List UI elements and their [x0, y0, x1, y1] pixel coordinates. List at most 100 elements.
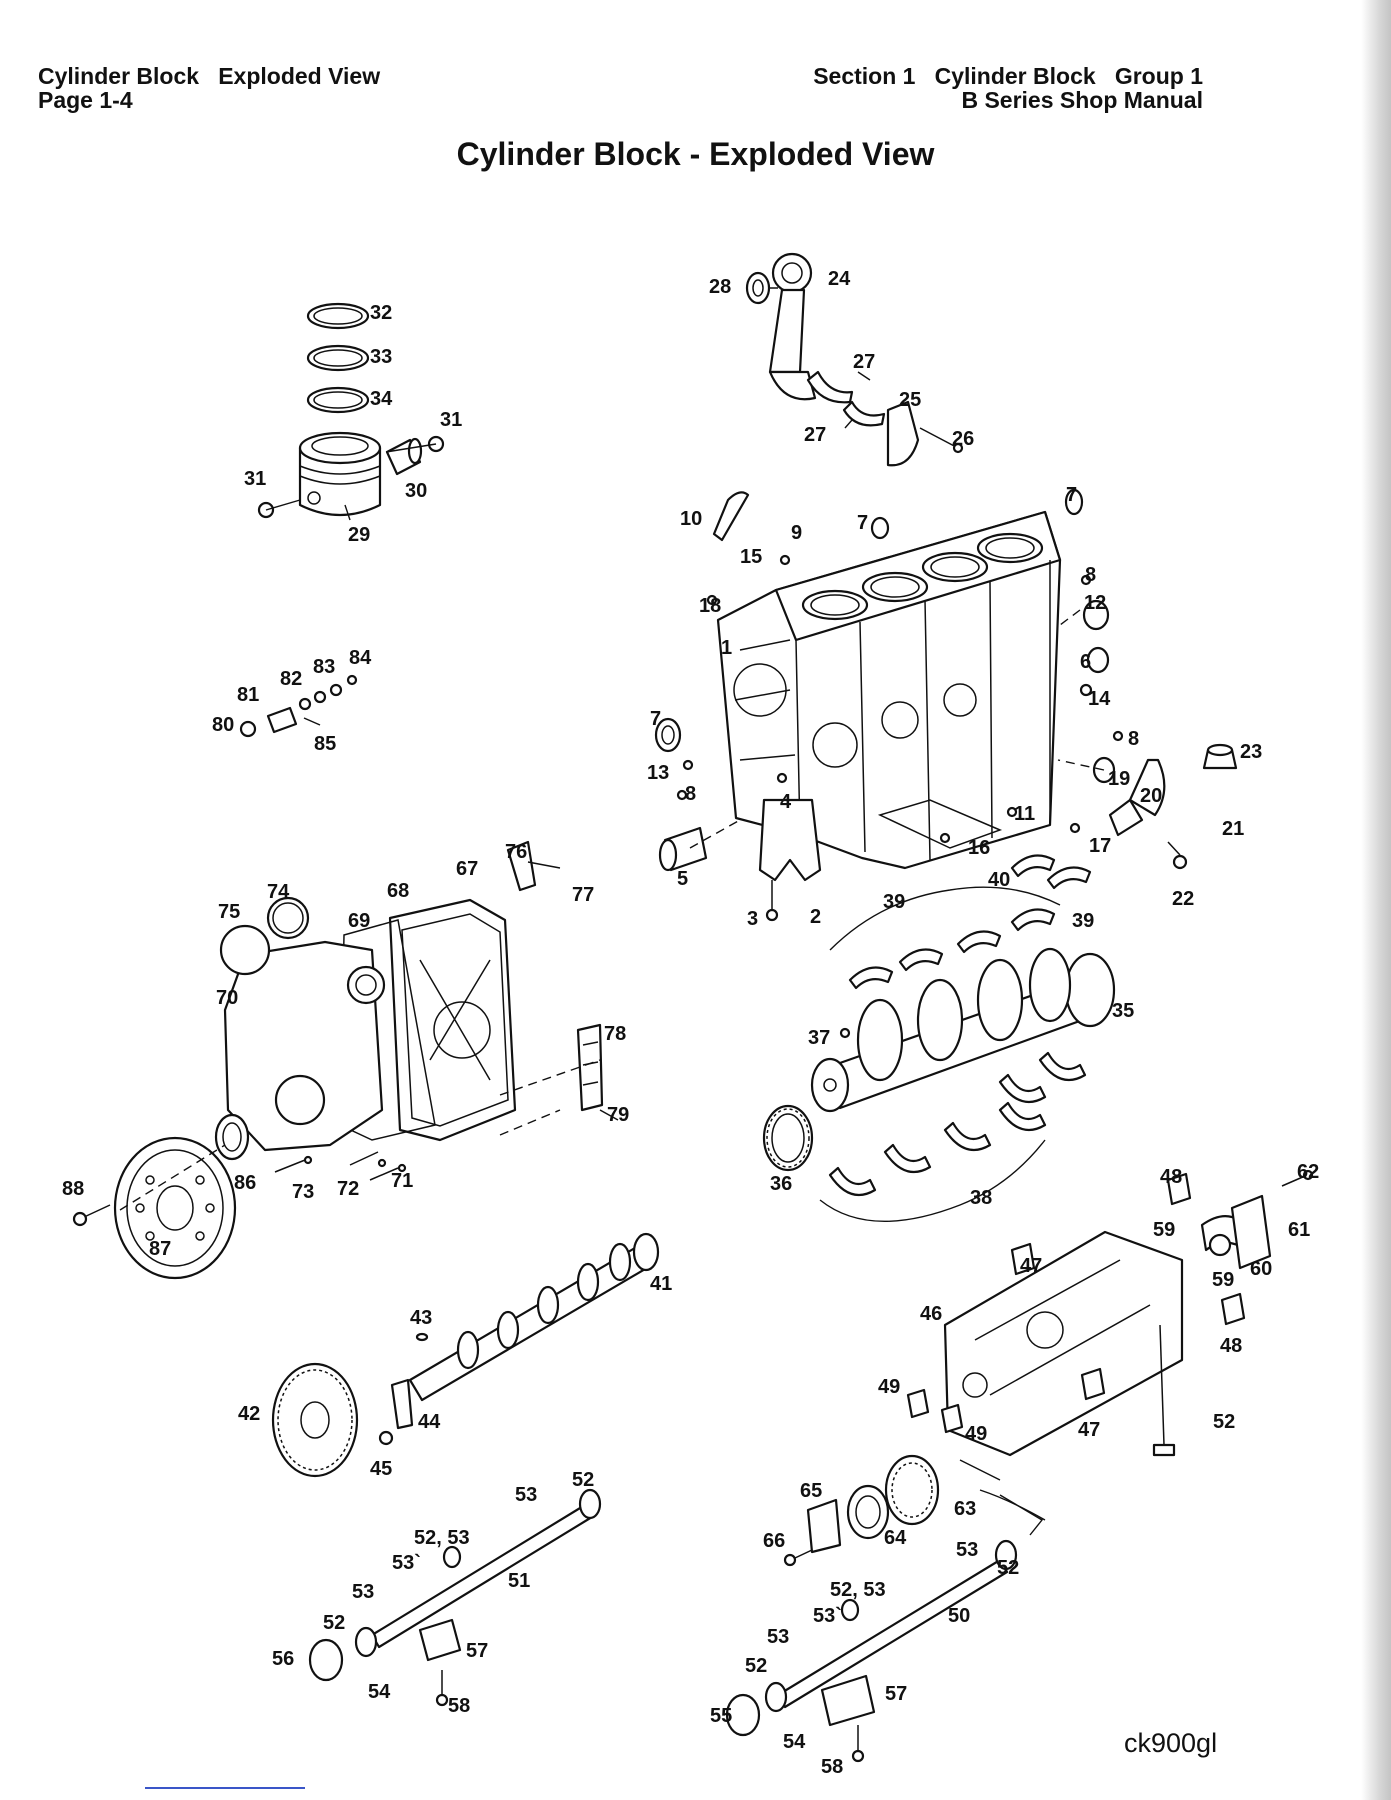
callout-71: 71 [391, 1170, 413, 1192]
callout-88: 88 [62, 1178, 84, 1200]
upper-main-bearings [848, 854, 1092, 990]
callout-8: 8 [1128, 728, 1139, 750]
crankshaft [810, 947, 1116, 1113]
callout-38: 38 [970, 1187, 992, 1209]
callout-34: 34 [370, 388, 393, 410]
header-right-line2: B Series Shop Manual [961, 87, 1203, 113]
oil-filler-cap [1202, 743, 1238, 770]
callout-1: 1 [721, 637, 732, 659]
callout-19: 19 [1108, 768, 1130, 790]
vibration-damper [113, 1136, 237, 1280]
callout-50: 50 [948, 1605, 970, 1627]
callout-10: 10 [680, 508, 702, 530]
callout-18: 18 [699, 595, 721, 617]
callout-57: 57 [885, 1683, 907, 1705]
main-bearing-cap-bolt [765, 880, 779, 922]
figure-code: ck900gl [1124, 1728, 1218, 1758]
callout-52: 52 [572, 1469, 594, 1491]
callout-2: 2 [810, 906, 821, 928]
callout-53: 53 [352, 1581, 374, 1603]
callout-14: 14 [1088, 688, 1111, 710]
rear-seal-plug [654, 717, 682, 753]
connecting-rod-cap [886, 400, 920, 467]
callout-56: 56 [272, 1648, 294, 1670]
callout-75: 75 [218, 901, 240, 923]
callout-72: 72 [337, 1178, 359, 1200]
main-bearing-cap [758, 798, 822, 882]
callout-7: 7 [650, 708, 661, 730]
callout-53: 53` [813, 1605, 842, 1627]
bushings-48 [1166, 1172, 1246, 1326]
access-cover-gasket [266, 896, 310, 940]
callout-84: 84 [349, 647, 372, 669]
callout-7: 7 [857, 512, 868, 534]
callout-41: 41 [650, 1273, 672, 1295]
callout-54: 54 [368, 1681, 391, 1703]
callout-53: 53` [392, 1552, 421, 1574]
idler-plate [1230, 1194, 1272, 1270]
callout-25: 25 [899, 389, 921, 411]
callout-49: 49 [965, 1423, 987, 1445]
callout-67: 67 [456, 858, 478, 880]
oil-pump-bearing [846, 1484, 890, 1540]
callout-12: 12 [1084, 592, 1106, 614]
callout-47: 47 [1020, 1255, 1042, 1277]
callout-31: 31 [244, 468, 266, 490]
callout-42: 42 [238, 1403, 260, 1425]
damper-bolt [72, 1204, 111, 1227]
callout-77: 77 [572, 884, 594, 906]
callout-66: 66 [763, 1530, 785, 1552]
callout-11: 11 [1014, 803, 1035, 825]
callout-44: 44 [418, 1411, 441, 1433]
callout-62: 62 [1297, 1161, 1319, 1183]
callout-76: 76 [505, 841, 527, 863]
callout-47: 47 [1078, 1419, 1100, 1441]
callout-37: 37 [808, 1027, 830, 1049]
callout-58: 58 [821, 1756, 843, 1778]
callout-23: 23 [1240, 741, 1262, 763]
footer-link-underline [145, 1787, 305, 1789]
callout-20: 20 [1140, 785, 1162, 807]
callout-16: 16 [968, 837, 990, 859]
tube-bolt [1167, 841, 1188, 870]
callout-82: 82 [280, 668, 302, 690]
callout-52: 52 [745, 1655, 767, 1677]
callout-8: 8 [1085, 564, 1096, 586]
expansion-plug-top [870, 516, 890, 540]
callout-64: 64 [884, 1527, 907, 1549]
callout-59: 59 [1212, 1269, 1234, 1291]
expansion-plug-right [1064, 488, 1084, 516]
retainer-bolt [783, 1549, 813, 1567]
left-bracket-bolt [435, 1670, 449, 1707]
right-shaft-bushings [764, 1539, 1018, 1713]
rod-bearing-lower [842, 400, 886, 427]
oil-pump-gear [884, 1454, 940, 1526]
callout-85: 85 [314, 733, 336, 755]
callout-17: 17 [1089, 835, 1111, 857]
running-header-right: Section 1 Cylinder Block Group 1 B Serie… [813, 64, 1203, 112]
callout-74: 74 [267, 881, 290, 903]
callout-35: 35 [1112, 1000, 1134, 1022]
callout-60: 60 [1250, 1258, 1272, 1280]
header-left-line2: Page 1-4 [38, 87, 133, 113]
callout-21: 21 [1222, 818, 1244, 840]
piston [298, 431, 382, 517]
thrust-plate-bolt [378, 1430, 394, 1446]
right-bracket-bolt [851, 1725, 865, 1763]
callout-73: 73 [292, 1181, 314, 1203]
callout-55: 55 [710, 1705, 732, 1727]
access-cover [219, 924, 271, 976]
dipstick-tube [712, 491, 750, 542]
callout-52: 52 [323, 1612, 345, 1634]
callout-29: 29 [348, 524, 370, 546]
rod-cap-bolt [919, 427, 964, 454]
right-drive-gear [725, 1693, 761, 1737]
small-bolt-62 [1281, 1169, 1314, 1187]
front-seal [214, 1113, 250, 1161]
callout-54: 54 [783, 1731, 806, 1753]
piston-ring-34 [306, 386, 370, 414]
callout-36: 36 [770, 1173, 792, 1195]
crankshaft-dowel [839, 1027, 851, 1039]
callout-28: 28 [709, 276, 731, 298]
